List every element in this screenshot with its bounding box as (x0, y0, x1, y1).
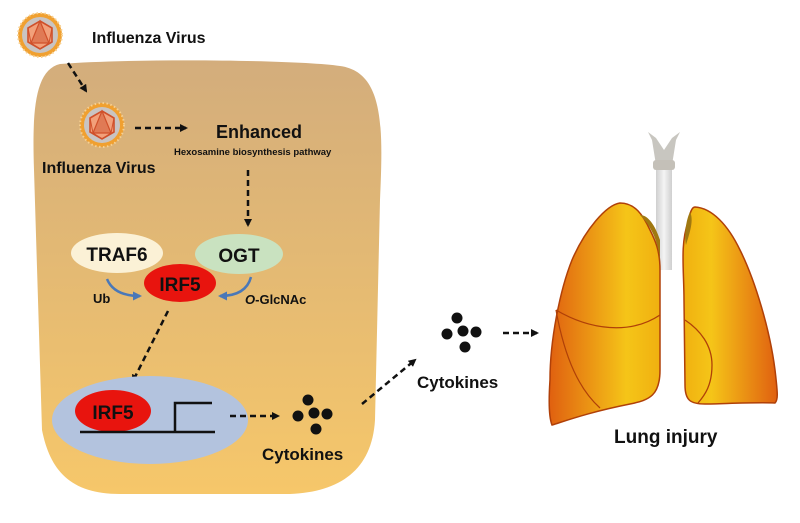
o-glcnac-label: O-GlcNAc (245, 292, 306, 307)
enhanced-label: Enhanced (216, 122, 302, 142)
traf6-node (71, 233, 163, 273)
irf5-nuclear-node (75, 390, 151, 432)
virus-icon (17, 12, 63, 58)
ogt-node (195, 234, 283, 274)
lung-injury-label: Lung injury (614, 427, 718, 448)
irf5-nuclear-label: IRF5 (92, 403, 134, 424)
traf6-label: TRAF6 (86, 245, 147, 266)
promoter-icon (80, 401, 215, 434)
virus-icon (79, 102, 125, 148)
ogt-label: OGT (218, 246, 260, 267)
irf5-label: IRF5 (159, 275, 201, 296)
translocation-arrow (131, 310, 170, 383)
hbp-label: Hexosamine biosynthesis pathway (174, 147, 332, 158)
cytokines-outside-label: Cytokines (417, 373, 498, 392)
irf5-node (144, 264, 216, 302)
ubiquitination-arrow (105, 278, 142, 301)
secretion-arrow (361, 358, 417, 405)
ub-label: Ub (93, 291, 110, 306)
entry-arrow (66, 62, 88, 93)
lungs-icon (548, 132, 778, 426)
cytokine-cluster-icon (441, 312, 482, 353)
o-glcnacylation-arrow (218, 276, 253, 301)
virus-outside-label: Influenza Virus (92, 30, 206, 47)
virus-inside-label: Influenza Virus (42, 160, 156, 177)
cytokines-inside-label: Cytokines (262, 445, 343, 464)
